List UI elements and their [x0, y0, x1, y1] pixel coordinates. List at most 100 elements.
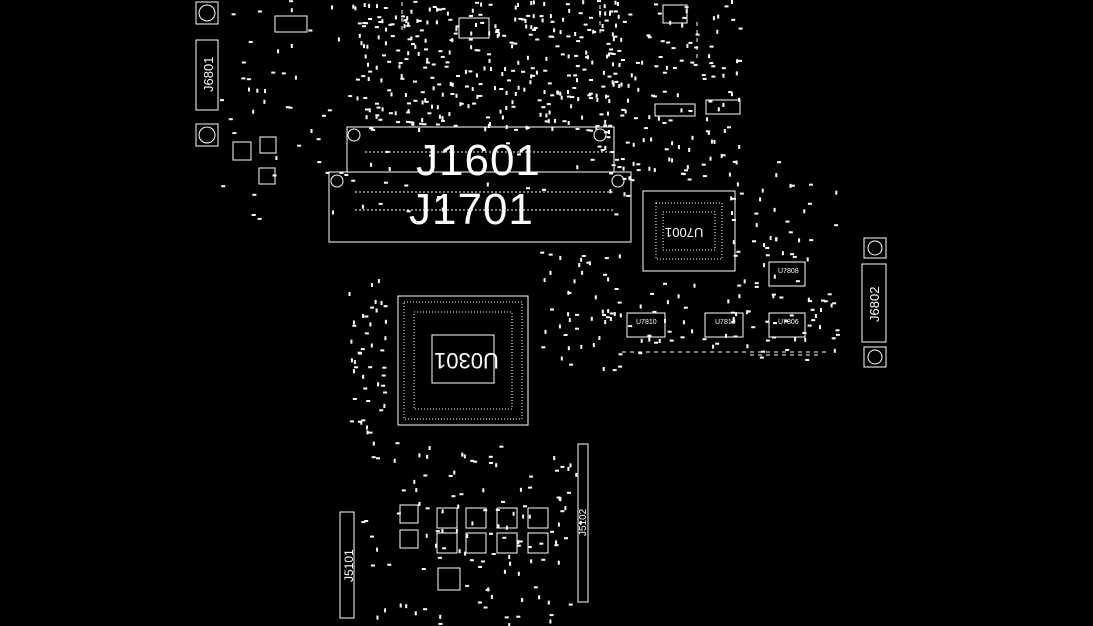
passive-component: [582, 68, 587, 71]
passive-component: [555, 540, 558, 545]
passive-component: [651, 94, 655, 97]
passive-component: [618, 365, 623, 368]
passive-component: [613, 35, 618, 38]
passive-component: [425, 507, 430, 510]
passive-component: [351, 179, 356, 182]
passive-component: [470, 31, 473, 36]
passive-component: [676, 93, 679, 98]
passive-component: [564, 537, 568, 540]
passive-component: [686, 165, 689, 170]
passive-component: [592, 31, 597, 33]
passive-component: [608, 52, 610, 57]
passive-component: [636, 169, 641, 172]
passive-component: [559, 91, 562, 96]
passive-component: [609, 312, 614, 315]
passive-component: [486, 182, 489, 187]
passive-component: [746, 344, 749, 349]
passive-component: [530, 74, 533, 79]
passive-component: [754, 282, 759, 285]
passive-component: [684, 169, 688, 172]
passive-component: [543, 90, 546, 95]
passive-component: [366, 400, 371, 402]
passive-component: [603, 4, 606, 9]
passive-component: [487, 124, 490, 128]
passive-component: [526, 187, 530, 190]
passive-component: [562, 17, 565, 22]
passive-component: [369, 322, 372, 327]
passive-component: [702, 338, 707, 341]
passive-component: [252, 109, 255, 114]
passive-component: [567, 90, 569, 94]
passive-component: [360, 348, 365, 351]
passive-component: [382, 366, 387, 369]
passive-component: [376, 4, 378, 9]
passive-component: [605, 316, 610, 319]
passive-component: [465, 69, 467, 74]
passive-component: [607, 111, 609, 116]
passive-component: [517, 153, 521, 156]
passive-component: [712, 16, 715, 21]
passive-component: [722, 103, 725, 107]
passive-component: [707, 131, 710, 135]
passive-component: [557, 522, 560, 527]
passive-component: [559, 30, 562, 35]
passive-component: [396, 512, 401, 515]
passive-component: [625, 141, 630, 144]
passive-component: [599, 113, 604, 116]
passive-component: [390, 23, 395, 26]
passive-component: [548, 253, 553, 256]
passive-component: [488, 455, 493, 458]
passive-component: [648, 166, 651, 171]
passive-component: [568, 318, 571, 322]
passive-component: [376, 106, 381, 109]
passive-component: [550, 308, 554, 311]
passive-component: [480, 560, 485, 563]
passive-component: [257, 10, 262, 13]
passive-component: [414, 611, 417, 616]
passive-component: [457, 504, 460, 509]
passive-component: [784, 320, 789, 323]
passive-component: [648, 115, 651, 120]
passive-component: [426, 57, 429, 62]
passive-component: [608, 130, 610, 134]
passive-component: [364, 315, 369, 318]
passive-component: [370, 162, 373, 167]
passive-component: [494, 24, 497, 29]
passive-component: [720, 153, 723, 158]
passive-component: [814, 314, 817, 318]
passive-component: [560, 510, 565, 513]
passive-component: [806, 257, 809, 262]
passive-component: [565, 3, 570, 6]
passive-component: [671, 47, 676, 50]
passive-component: [669, 20, 672, 25]
passive-component: [732, 240, 735, 245]
passive-component: [415, 488, 418, 493]
passive-component: [560, 53, 565, 56]
passive-component: [738, 27, 743, 30]
passive-component: [573, 279, 576, 284]
passive-component: [589, 79, 593, 81]
passive-component: [321, 114, 326, 117]
passive-component: [375, 308, 378, 313]
passive-component: [368, 3, 371, 8]
passive-component: [441, 92, 444, 97]
passive-component: [610, 151, 615, 153]
passive-component: [503, 569, 506, 574]
passive-component: [448, 50, 451, 55]
passive-component: [436, 105, 439, 110]
passive-component: [450, 93, 455, 95]
passive-component: [682, 16, 687, 19]
passive-component: [410, 36, 413, 41]
passive-component: [246, 78, 251, 81]
passive-component: [384, 336, 387, 341]
passive-component: [370, 306, 375, 309]
label-j5102: J5102: [578, 508, 589, 536]
passive-component: [701, 74, 706, 77]
passive-component: [257, 217, 262, 220]
passive-component: [736, 182, 739, 187]
passive-component: [502, 34, 507, 37]
passive-component: [363, 387, 368, 390]
passive-component: [664, 319, 666, 323]
passive-component: [372, 441, 375, 446]
passive-component: [564, 506, 567, 511]
